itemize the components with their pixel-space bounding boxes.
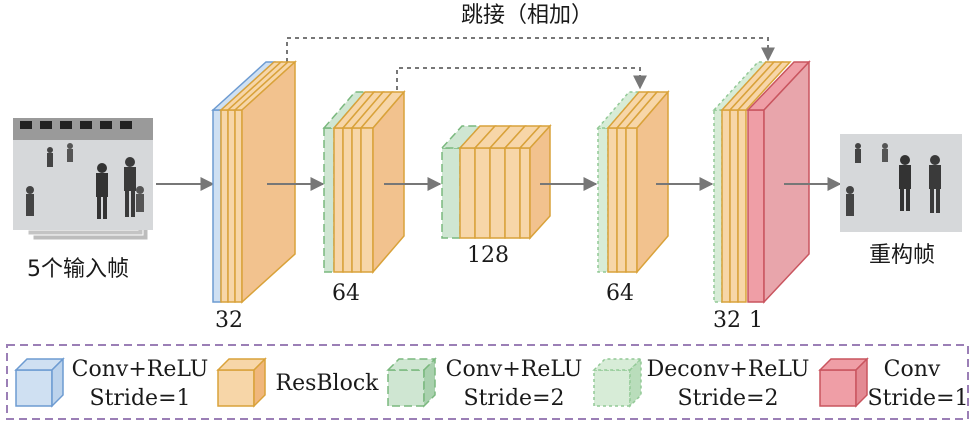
channel-label-bottleneck: 128 xyxy=(467,243,509,268)
legend-item-text: Stride=2 xyxy=(678,386,779,411)
output-frame xyxy=(840,134,962,232)
legend-item-text: Conv+ReLU xyxy=(72,357,209,382)
decoder-block-1 xyxy=(596,89,670,275)
channel-label-dec2: 32 xyxy=(713,308,741,333)
legend-item-conv-final: Conv Stride=1 xyxy=(818,357,969,411)
legend-swatch xyxy=(216,357,267,408)
channel-label-enc1: 32 xyxy=(215,308,243,333)
legend-item-conv-stride2: Conv+ReLU Stride=2 xyxy=(386,357,583,411)
output-label: 重构帧 xyxy=(869,243,935,268)
legend-item-resblock: ResBlock xyxy=(216,357,380,408)
encoder-block-1 xyxy=(211,60,297,304)
legend-swatch xyxy=(818,357,869,408)
skip-connection-inner xyxy=(396,67,647,90)
legend-item-text: Conv xyxy=(884,357,941,382)
input-frames xyxy=(13,118,153,241)
legend-swatch xyxy=(14,357,65,408)
legend-item-text: Stride=1 xyxy=(90,386,191,411)
decoder-block-2 xyxy=(712,61,792,303)
legend-box xyxy=(6,344,969,420)
output-conv-block xyxy=(746,60,811,304)
legend-item-text: Deconv+ReLU xyxy=(647,357,810,382)
legend-item-conv-stride1: Conv+ReLU Stride=1 xyxy=(14,357,209,411)
channel-label-dec1: 64 xyxy=(606,281,634,306)
input-label: 5个输入帧 xyxy=(27,257,129,282)
legend-item-deconv-stride2: Deconv+ReLU Stride=2 xyxy=(592,357,810,411)
legend-item-text: ResBlock xyxy=(276,371,380,396)
channel-label-out: 1 xyxy=(749,308,763,333)
legend-item-text: Conv+ReLU xyxy=(446,357,583,382)
bottleneck-block xyxy=(440,124,552,240)
legend-swatch xyxy=(592,357,643,408)
skip-connection-outer xyxy=(286,37,775,62)
skip-title: 跳接（相加） xyxy=(461,3,593,28)
legend-item-text: Stride=2 xyxy=(464,386,565,411)
input-frame-front xyxy=(13,118,153,230)
encoder-block-2 xyxy=(322,89,406,275)
legend-item-text: Stride=1 xyxy=(868,386,969,411)
channel-label-enc2: 64 xyxy=(332,281,360,306)
legend-swatch xyxy=(386,357,437,408)
